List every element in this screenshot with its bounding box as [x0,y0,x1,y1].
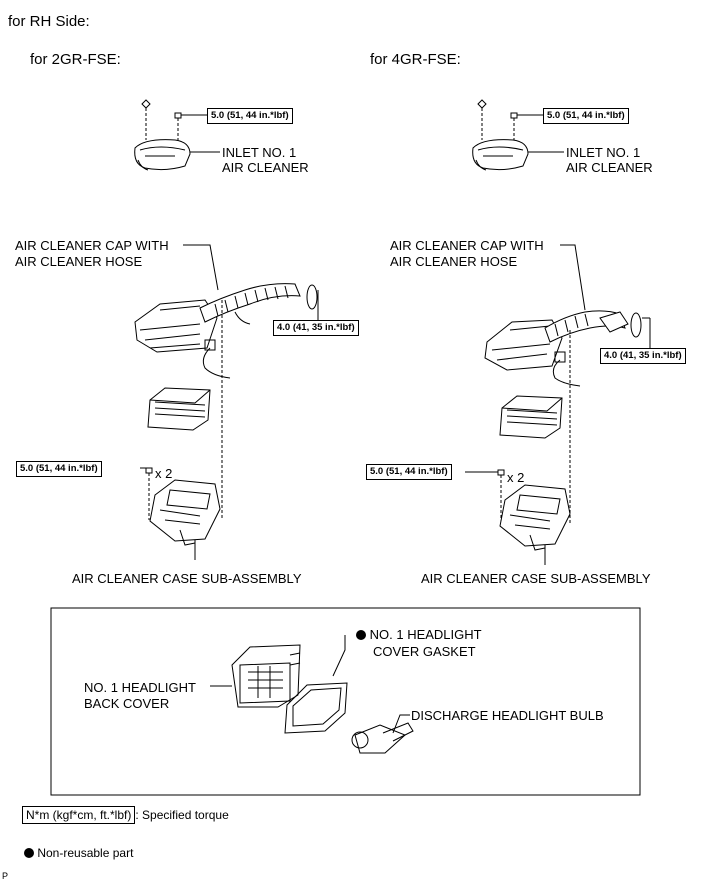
left-inlet-no1-air-cleaner-icon [134,139,191,171]
back-cover-label-line2: BACK COVER [84,696,170,711]
right-cap-label-line1: AIR CLEANER CAP WITH [390,238,544,253]
left-case-torque-spec: 5.0 (51, 44 in.*lbf) [16,461,102,477]
left-wire-connector-icon [202,339,231,379]
right-case-torque-spec: 5.0 (51, 44 in.*lbf) [366,464,452,480]
right-air-cleaner-hose-icon [544,310,629,343]
nonreusable-legend: Non-reusable part [24,846,133,860]
discharge-headlight-bulb-icon [351,722,414,754]
left-air-cleaner-hose-icon [199,283,301,325]
right-inlet-no1-air-cleaner-icon [472,139,529,171]
right-inlet-label-line1: INLET NO. 1 [566,145,641,160]
left-inlet-label-line1: INLET NO. 1 [222,145,297,160]
right-case-label: AIR CLEANER CASE SUB-ASSEMBLY [421,571,651,586]
left-inlet-label-line2: AIR CLEANER [222,160,309,175]
right-inlet-bolt-icon [510,112,543,140]
torque-unit-box: N*m (kgf*cm, ft.*lbf) [22,806,136,824]
headlight-cover-gasket-icon [284,682,348,734]
left-air-cleaner-case-icon [149,479,221,546]
right-variant-label: for 4GR-FSE: [370,51,461,68]
right-hose-clamp-icon [630,312,651,348]
left-inlet-clip-icon [141,99,151,140]
gasket-label-line2: COVER GASKET [373,644,476,659]
right-inlet-torque-spec: 5.0 (51, 44 in.*lbf) [543,108,629,124]
right-bolt-quantity: x 2 [507,470,525,485]
bulb-label: DISCHARGE HEADLIGHT BULB [411,708,604,723]
right-case-bolt-icon [465,469,505,525]
left-air-filter-element-icon [147,387,211,431]
gasket-label-line1: NO. 1 HEADLIGHT [356,627,482,643]
right-air-filter-element-icon [499,395,563,439]
left-cap-label-line2: AIR CLEANER HOSE [15,254,143,269]
right-air-cleaner-case-icon [499,484,571,551]
left-inlet-torque-spec: 5.0 (51, 44 in.*lbf) [207,108,293,124]
right-clamp-torque-spec: 4.0 (41, 35 in.*lbf) [600,348,686,364]
page-heading: for RH Side: [8,13,90,30]
torque-legend-desc: : Specified torque [135,808,229,822]
torque-legend: N*m (kgf*cm, ft.*lbf): Specified torque [22,806,229,824]
nonreusable-legend-text: Non-reusable part [37,846,134,860]
left-cap-label-line1: AIR CLEANER CAP WITH [15,238,169,253]
corner-mark: P [2,871,9,881]
non-reusable-dot-icon [356,630,366,640]
right-wire-connector-icon [552,351,581,387]
back-cover-label-line1: NO. 1 HEADLIGHT [84,680,196,695]
headlight-parts-frame [50,607,641,796]
left-inlet-bolt-icon [174,112,207,140]
non-reusable-legend-dot-icon [24,848,34,858]
left-bolt-quantity: x 2 [155,466,173,481]
right-inlet-label-line2: AIR CLEANER [566,160,653,175]
right-cap-label-line2: AIR CLEANER HOSE [390,254,518,269]
left-case-bolt-icon [140,467,153,520]
right-inlet-clip-icon [477,99,487,140]
left-air-cleaner-cap-icon [134,299,218,353]
headlight-back-cover-icon [231,644,301,708]
left-case-label: AIR CLEANER CASE SUB-ASSEMBLY [72,571,302,586]
left-variant-label: for 2GR-FSE: [30,51,121,68]
left-clamp-torque-spec: 4.0 (41, 35 in.*lbf) [273,320,359,336]
